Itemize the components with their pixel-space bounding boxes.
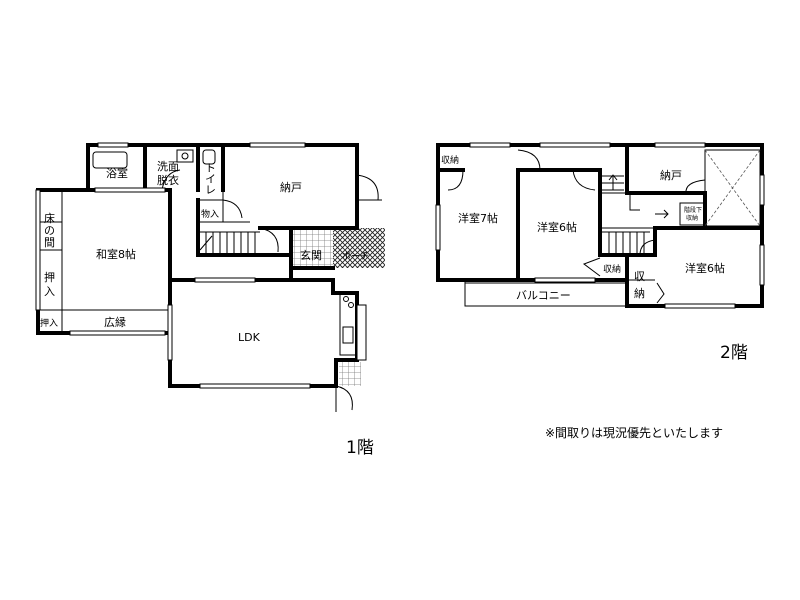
floor-1-wall-west [36, 188, 172, 335]
label-hiroen: 広縁 [104, 315, 126, 329]
label-ldk: LDK [238, 331, 261, 344]
door-yoshitsu6b [639, 239, 656, 256]
floor-1-stairs [199, 231, 260, 253]
label-shuno-r-1: 収 [634, 270, 645, 283]
label-shuno-mid: 収納 [603, 263, 621, 275]
label-storage-1: 納戸 [280, 181, 302, 194]
plan-note: ※間取りは現況優先といたします [545, 425, 723, 440]
floor-2-plan: 収納 洋室7帖 洋室6帖 納戸 階段下 収納 収納 収 納 洋室6帖 バルコニー… [435, 142, 765, 363]
kitchen-counter [339, 292, 357, 356]
ldk-door [335, 385, 353, 412]
f2-window-top-3 [654, 142, 706, 148]
door-shuno-r [656, 282, 665, 304]
label-tokonoma-3: 間 [44, 236, 55, 249]
toilet-bowl [202, 149, 216, 165]
label-tokonoma-1: 床 [44, 211, 55, 225]
label-yoshitsu6a: 洋室6帖 [537, 220, 577, 234]
floor-2-label: 2階 [720, 343, 748, 363]
label-toilet: トイレ [204, 162, 217, 195]
label-oshiire-2: 押入 [40, 317, 58, 329]
porch-floor [333, 228, 385, 268]
f2-window-left [435, 204, 441, 251]
f2-window-right-1 [759, 174, 765, 206]
f2-window-balcony [534, 277, 596, 283]
f2-window-top-2 [539, 142, 611, 148]
floor-2-corridor-lines [600, 192, 655, 306]
door-nando2 [685, 179, 706, 194]
door-shuno-tl [447, 169, 464, 191]
stair-door-arc [259, 227, 279, 253]
label-genkan: 玄関 [300, 248, 322, 262]
stair-storage-box [679, 202, 705, 226]
label-yoshitsu6b: 洋室6帖 [685, 261, 725, 275]
label-stair-storage-2: 収納 [686, 214, 698, 222]
stair-arrow-1 [608, 174, 618, 190]
label-wash-1: 洗面 [157, 160, 179, 173]
label-stair-storage-1: 階段下 [684, 206, 702, 214]
floor-1-wall-washitsu-top [36, 188, 172, 282]
label-bath: 浴室 [106, 166, 128, 180]
storage-door [356, 174, 382, 201]
label-oshiire-1a: 押 [44, 270, 55, 284]
sink [342, 326, 354, 344]
floor-2-wall-7 [516, 168, 602, 282]
toilet-door [222, 199, 243, 219]
hiroen-window [69, 330, 166, 336]
closet-lines [198, 190, 250, 223]
ldk-window-left [167, 304, 173, 361]
floor-1-label: 1階 [346, 438, 374, 458]
label-balcony: バルコニー [516, 289, 571, 302]
stair-arrow-3 [629, 193, 640, 211]
label-tokonoma-2: の [44, 224, 55, 237]
floor-1-plan: 浴室 洗面 脱衣 トイレ 物入 納戸 床 の 間 押 入 押入 和室8帖 広縁 … [35, 142, 385, 458]
door-shuno-mid [582, 257, 601, 277]
ldk-window-bottom [199, 383, 311, 389]
bath-window [97, 142, 129, 148]
washitsu-partitions [38, 190, 170, 333]
f2-window-top-1 [469, 142, 511, 148]
wash-door [161, 169, 181, 191]
west-window [35, 189, 41, 311]
storage-window [249, 142, 306, 148]
genkan-floor [293, 228, 333, 268]
door-yoshitsu7 [517, 149, 541, 171]
label-shuno-tl: 収納 [441, 154, 459, 166]
floor-1-wall-genkan [289, 226, 335, 270]
stove-burner-2 [348, 302, 354, 308]
f2-window-right-2 [759, 244, 765, 286]
floor-1-wall-ldk [168, 278, 359, 388]
washitsu-window-top [94, 187, 166, 193]
label-washitsu: 和室8帖 [96, 247, 136, 261]
label-porch: ポーチ [342, 251, 369, 262]
wash-basin [176, 149, 194, 163]
label-storage-2: 納戸 [660, 169, 682, 182]
ldk-window-top [194, 277, 256, 283]
kitchen-window [356, 304, 367, 361]
door-yoshitsu6a [572, 169, 596, 191]
wash-basin-bowl [181, 152, 189, 160]
f2-window-bottom [664, 303, 736, 309]
label-oshiire-1b: 入 [44, 285, 55, 298]
label-shuno-r-2: 納 [634, 287, 645, 300]
stair-landing-tile [339, 362, 361, 386]
label-closet: 物入 [201, 208, 219, 220]
stove-burner-1 [343, 296, 349, 302]
stair-void-cross [704, 149, 761, 227]
floor-2-stairs-lower [602, 231, 650, 253]
label-wash-2: 脱衣 [157, 173, 179, 187]
bathtub [92, 151, 128, 169]
label-yoshitsu7: 洋室7帖 [458, 211, 498, 225]
stair-arrow-2 [655, 209, 669, 219]
